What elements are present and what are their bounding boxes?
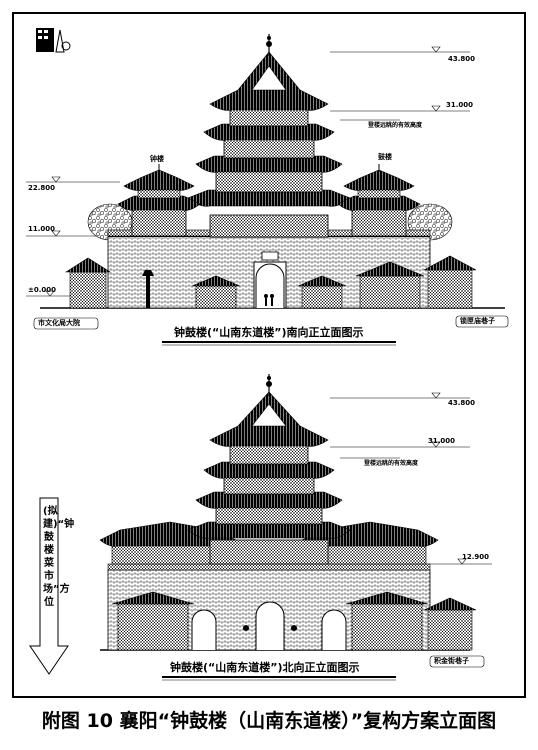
label-sight-north: 登楼远眺的有效高度 <box>364 460 419 467</box>
label-left-bottom-south: 市文化局大院 <box>38 319 80 327</box>
north-title: 钟鼓楼(“山南东道楼”)北向正立面图示 <box>170 661 360 674</box>
elev-top-north: 43.800 <box>448 399 476 407</box>
side-note-text: (拟建)“钟鼓楼菜市场”方位 <box>43 506 75 608</box>
elev-wall-south: 11.000 <box>28 225 56 233</box>
label-drum-tower: 鼓楼 <box>378 153 392 161</box>
elev-sight-north: 31.000 <box>428 437 456 445</box>
elev-top-south: 43.800 <box>448 55 476 63</box>
north-elevation <box>29 374 492 681</box>
elev-wing-south: 22.800 <box>28 184 56 192</box>
elev-sight-south: 31.000 <box>446 101 474 109</box>
label-right-bottom-south: 锁匣庙巷子 <box>460 317 495 325</box>
elev-wall-north: 12.900 <box>462 553 490 561</box>
direction-arrow-icon <box>29 497 69 675</box>
logo-icon <box>36 28 71 53</box>
label-bell-tower: 钟楼 <box>150 155 164 163</box>
south-elevation <box>26 28 509 346</box>
south-title: 钟鼓楼(“山南东道楼”)南向正立面图示 <box>174 326 364 339</box>
drawing-frame <box>12 12 526 698</box>
label-sight-south: 登楼远眺的有效高度 <box>368 122 423 129</box>
figure-caption: 附图 10 襄阳“钟鼓楼（山南东道楼）”复构方案立面图 <box>41 710 497 732</box>
label-right-bottom-north: 积金街巷子 <box>434 657 469 665</box>
elev-ground-south: ±0.000 <box>28 286 57 294</box>
